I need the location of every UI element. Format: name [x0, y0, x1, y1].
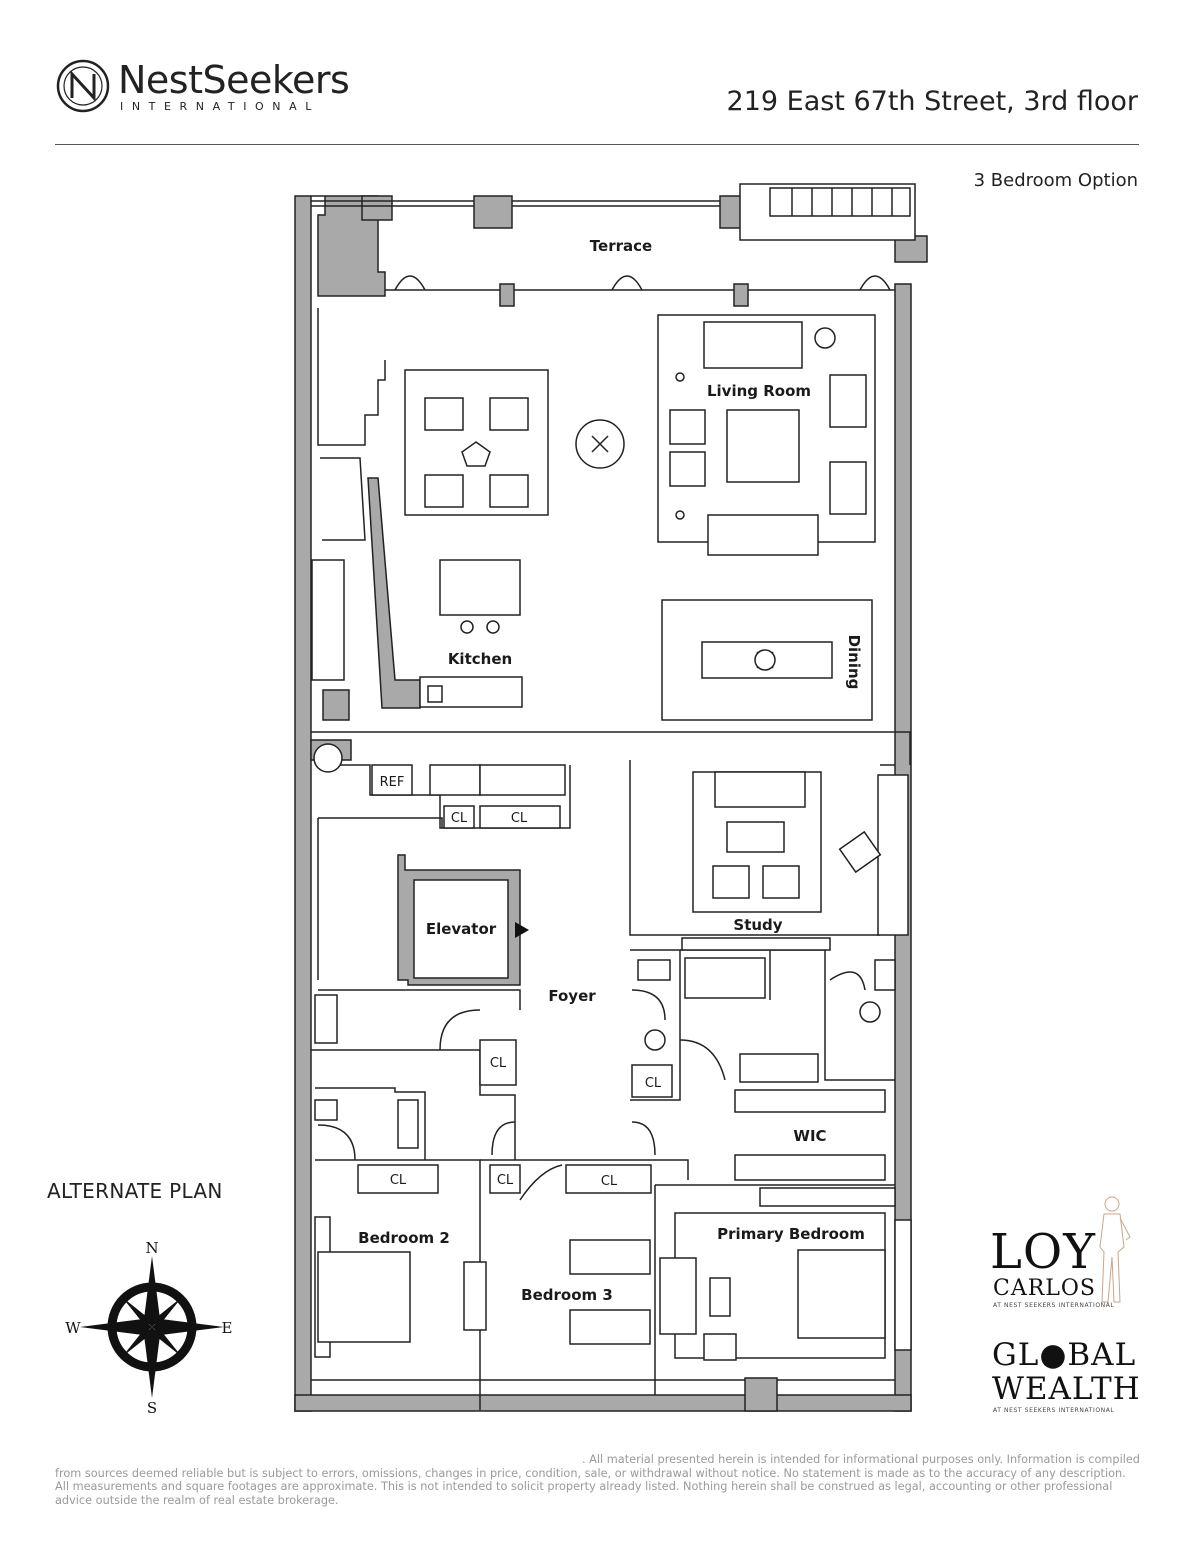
label-foyer: Foyer	[548, 987, 596, 1005]
label-dining: Dining	[845, 635, 863, 690]
label-closet: CL	[490, 1056, 507, 1071]
alternate-plan-label: ALTERNATE PLAN	[47, 1179, 223, 1203]
study-furniture	[681, 771, 882, 951]
bedroom-option: 3 Bedroom Option	[973, 170, 1138, 191]
door-swings	[317, 971, 866, 1201]
header-divider	[55, 144, 1139, 145]
agent-brand-line2: CARLOS	[993, 1276, 1097, 1301]
bathroom-fixtures	[314, 957, 896, 1149]
label-closet: CL	[511, 811, 528, 826]
kitchen-dining-furniture	[419, 559, 873, 721]
label-elevator: Elevator	[426, 920, 497, 938]
label-terrace: Terrace	[590, 237, 652, 255]
terrace-doors	[385, 275, 895, 307]
compass-rose-icon: N S W E	[65, 1239, 233, 1416]
agent-brand-line3: AT NEST SEEKERS INTERNATIONAL	[993, 1302, 1115, 1309]
property-address: 219 East 67th Street, 3rd floor	[726, 86, 1138, 117]
compass-east: E	[222, 1319, 233, 1337]
label-ref: REF	[380, 775, 405, 790]
agent-sketch-icon	[1099, 1196, 1131, 1303]
label-bedroom-3: Bedroom 3	[521, 1286, 613, 1304]
compass-north: N	[145, 1239, 158, 1257]
agent-brand-line1: LOY	[990, 1224, 1096, 1280]
bedroom-furniture	[314, 1187, 912, 1361]
compass-west: W	[65, 1319, 81, 1337]
label-living-room: Living Room	[707, 382, 811, 400]
window-wall	[311, 1377, 895, 1412]
label-primary-bedroom: Primary Bedroom	[717, 1225, 865, 1243]
label-kitchen: Kitchen	[448, 650, 512, 668]
label-closet: CL	[390, 1173, 407, 1188]
wealth-brand-line2: WEALTH	[992, 1371, 1141, 1407]
label-bedroom-2: Bedroom 2	[358, 1229, 450, 1247]
wealth-brand-line1: GL●BAL	[992, 1337, 1137, 1373]
label-closet: CL	[451, 811, 468, 826]
label-closet: CL	[645, 1076, 662, 1091]
legal-disclaimer: . All material presented herein is inten…	[55, 1453, 1140, 1507]
interior-walls	[310, 308, 911, 1410]
elevator-arrow-icon	[515, 922, 529, 938]
nestseekers-logo-icon	[56, 59, 110, 113]
brand-name: NestSeekers	[118, 58, 350, 102]
terrace-railing	[311, 183, 916, 241]
label-wic: WIC	[793, 1127, 826, 1145]
label-closet: CL	[497, 1173, 514, 1188]
brand-subtitle: INTERNATIONAL	[120, 100, 320, 113]
compass-south: S	[147, 1399, 157, 1416]
floor-plan: Terrace Living Room Kitchen Dining Study…	[294, 183, 928, 1412]
label-study: Study	[733, 916, 782, 934]
label-closet: CL	[601, 1174, 618, 1189]
wealth-brand-line3: AT NEST SEEKERS INTERNATIONAL	[993, 1407, 1115, 1414]
living-room-furniture	[404, 314, 876, 556]
